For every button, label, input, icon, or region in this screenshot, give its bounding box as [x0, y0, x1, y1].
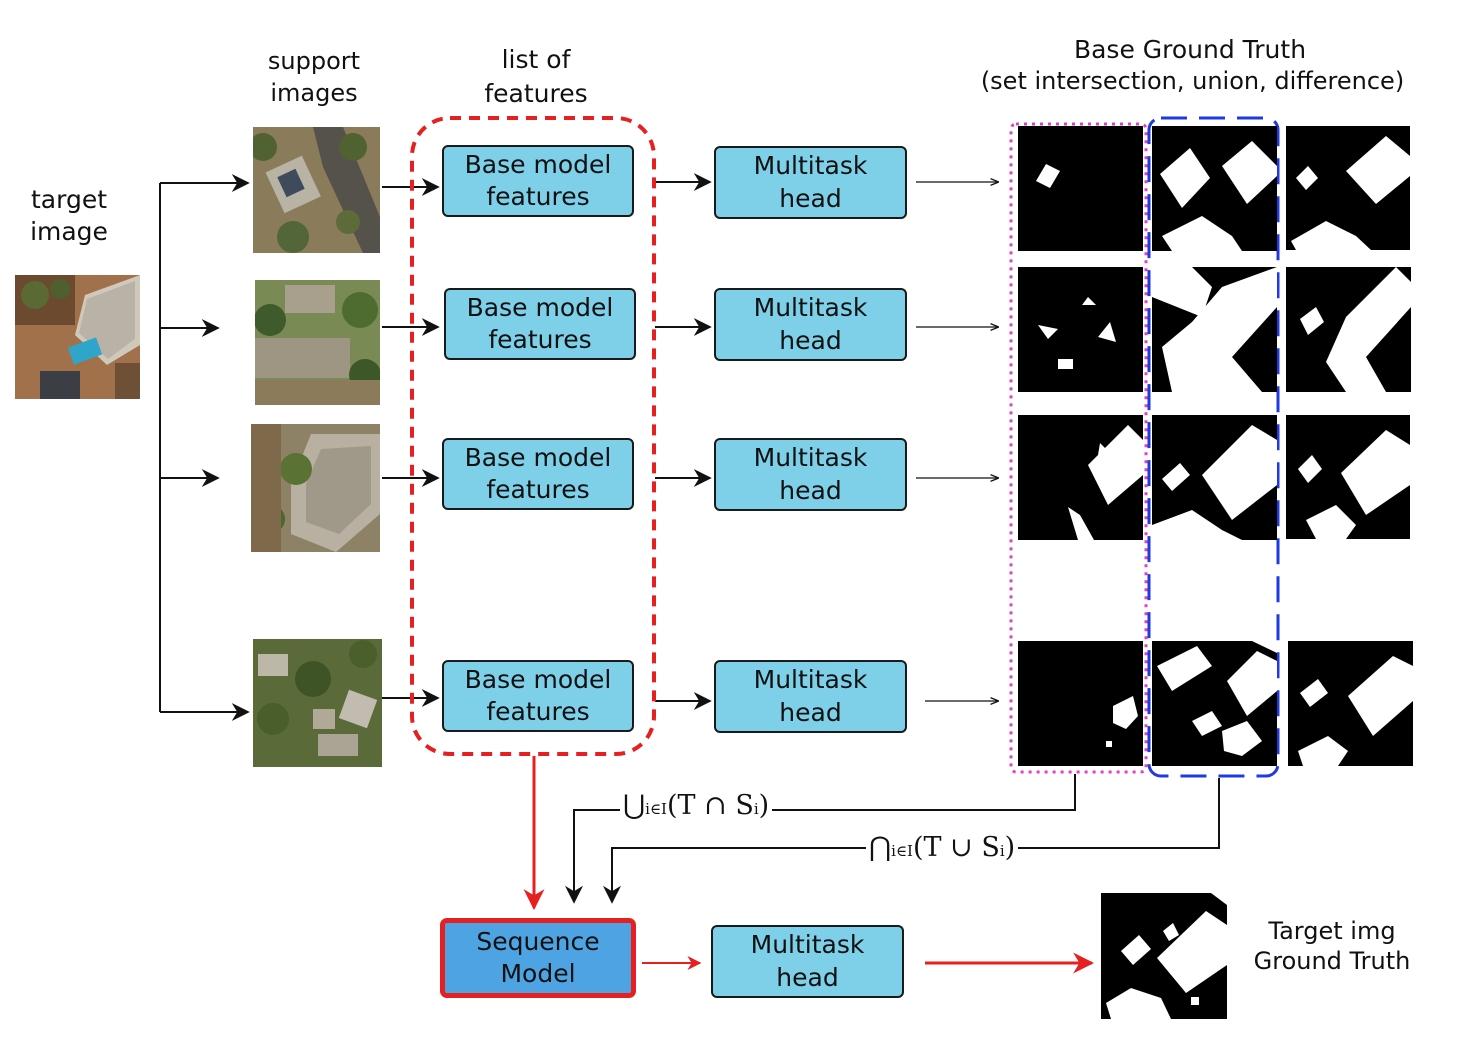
- support-image-2: [255, 280, 380, 405]
- multitask-head-box-final: Multitask head: [711, 925, 904, 998]
- gt-mask-r3-union: [1152, 415, 1277, 540]
- intersection-formula: ⋂i∈I(T ∪ Si): [866, 832, 1019, 863]
- support-image-3: [251, 424, 380, 552]
- gt-mask-r1-difference: [1286, 126, 1410, 250]
- base-model-label-3: Base model: [464, 442, 612, 472]
- multitask-label-3: Multitask: [753, 443, 868, 472]
- intersection-formula-body: (T ∪ S: [912, 832, 1000, 863]
- features-label-1: features: [486, 182, 590, 211]
- union-formula-body: (T ∩ S: [666, 790, 754, 821]
- features-label-4: features: [486, 697, 590, 726]
- support-image-1-art: [253, 127, 380, 253]
- support-images-label-line2: images: [270, 79, 358, 108]
- target-image-label-line1: target: [30, 185, 107, 214]
- multitask-label-4: Multitask: [753, 665, 868, 694]
- support-image-1: [253, 127, 380, 253]
- target-ground-truth-mask: [1101, 893, 1227, 1019]
- base-model-features-box-3: Base model features: [442, 438, 634, 510]
- target-ground-truth-label-line1: Target img: [1268, 917, 1396, 945]
- target-image-art: [15, 275, 140, 399]
- gt-mask-r2-union: [1152, 267, 1277, 392]
- head-label-final: head: [776, 962, 839, 992]
- gt-mask-r2-intersection: [1018, 267, 1143, 392]
- multitask-head-box-2: Multitask head: [714, 288, 907, 361]
- multitask-head-box-3: Multitask head: [714, 438, 907, 511]
- intersection-formula-sub2: i: [999, 842, 1005, 860]
- union-formula-op: ⋃: [623, 790, 646, 821]
- gt-mask-r4-difference: [1288, 641, 1413, 766]
- support-images-label: support images: [252, 48, 376, 107]
- union-formula: ⋃i∈I(T ∩ Si): [620, 790, 773, 821]
- gt-mask-r1-union: [1152, 126, 1277, 251]
- model-label: Model: [500, 959, 576, 988]
- intersection-formula-close: ): [1004, 832, 1016, 863]
- sequence-model-box: Sequence Model: [440, 918, 636, 998]
- support-image-2-art: [255, 280, 380, 405]
- base-ground-truth-subtitle: (set intersection, union, difference): [980, 67, 1405, 95]
- sequence-label: Sequence: [476, 926, 600, 956]
- target-image-label-line2: image: [30, 216, 108, 246]
- gt-mask-r3-difference: [1286, 415, 1410, 539]
- multitask-label-1: Multitask: [753, 151, 868, 180]
- multitask-label-final: Multitask: [750, 930, 865, 959]
- base-model-features-box-2: Base model features: [444, 288, 636, 360]
- base-model-label-4: Base model: [464, 664, 612, 694]
- base-model-features-box-4: Base model features: [442, 660, 634, 732]
- list-of-features-label: list of features: [456, 46, 616, 107]
- gt-mask-r4-intersection: [1018, 641, 1143, 766]
- gt-mask-r3-intersection: [1018, 415, 1143, 540]
- support-images-label-line1: support: [267, 47, 361, 75]
- multitask-head-box-4: Multitask head: [714, 660, 907, 733]
- base-ground-truth-title: Base Ground Truth: [1073, 35, 1307, 64]
- union-formula-sub2: i: [753, 800, 759, 818]
- support-image-4: [253, 639, 382, 767]
- list-of-features-label-line1: list of: [501, 45, 571, 74]
- multitask-head-box-1: Multitask head: [714, 146, 907, 219]
- support-image-4-art: [253, 639, 382, 767]
- list-of-features-label-line2: features: [484, 78, 588, 108]
- base-model-label-2: Base model: [466, 292, 614, 322]
- features-group-outline: [410, 116, 656, 756]
- gt-mask-r1-intersection: [1018, 126, 1143, 251]
- gt-mask-r4-union: [1152, 641, 1277, 766]
- union-column-outline: [1147, 116, 1280, 778]
- intersection-column-outline: [1009, 122, 1148, 774]
- intersection-formula-sub: i∈I: [891, 842, 913, 860]
- union-formula-sub: i∈I: [645, 800, 667, 818]
- union-formula-close: ): [758, 790, 770, 821]
- head-label-2: head: [779, 325, 842, 355]
- base-model-features-box-1: Base model features: [442, 145, 634, 217]
- features-label-2: features: [488, 325, 592, 354]
- head-label-3: head: [779, 475, 842, 505]
- support-image-3-art: [251, 424, 380, 552]
- union-feedback-line: [565, 774, 1076, 904]
- features-label-3: features: [486, 475, 590, 504]
- target-image: [15, 275, 140, 399]
- target-image-label: target image: [14, 186, 124, 245]
- target-ground-truth-label: Target img Ground Truth: [1232, 918, 1432, 975]
- gt-mask-r2-difference: [1286, 267, 1411, 392]
- base-model-label-1: Base model: [464, 149, 612, 179]
- intersection-formula-op: ⋂: [869, 832, 892, 863]
- head-label-1: head: [779, 183, 842, 213]
- head-label-4: head: [779, 697, 842, 727]
- target-ground-truth-label-line2: Ground Truth: [1253, 947, 1411, 976]
- multitask-label-2: Multitask: [753, 293, 868, 322]
